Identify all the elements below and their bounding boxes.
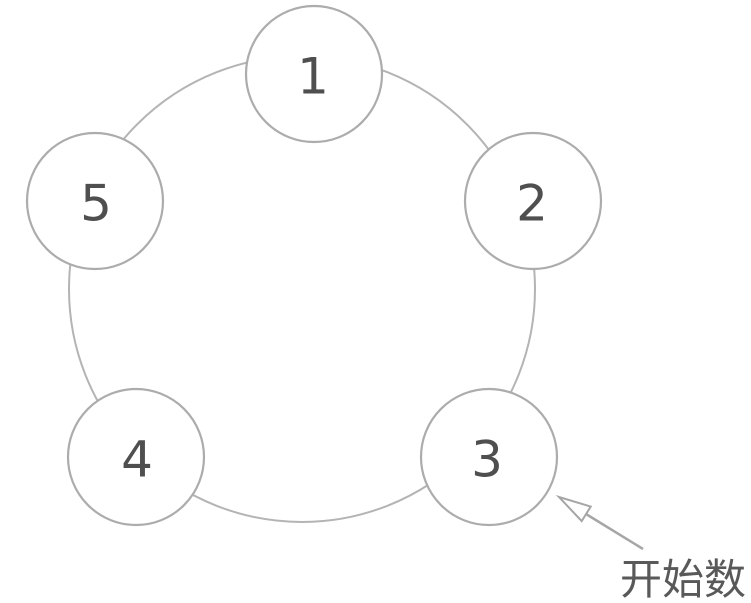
node-5: 5 <box>25 131 165 271</box>
start-arrow-shaft <box>585 512 644 551</box>
start-annotation-label: 开始数 <box>620 555 746 603</box>
node-3: 3 <box>419 387 559 527</box>
node-1-label: 1 <box>297 48 329 106</box>
node-2-label: 2 <box>516 175 548 233</box>
node-5-circle <box>25 131 165 271</box>
start-arrow-head-icon <box>555 494 593 523</box>
node-2-circle <box>463 131 603 271</box>
node-5-label: 5 <box>80 175 112 233</box>
node-2: 2 <box>463 131 603 271</box>
node-3-label: 3 <box>471 431 503 489</box>
node-4-label: 4 <box>121 431 153 489</box>
node-4: 4 <box>66 387 206 527</box>
node-3-circle <box>419 387 559 527</box>
node-1: 1 <box>244 4 384 144</box>
start-arrow <box>555 494 644 551</box>
node-4-circle <box>66 387 206 527</box>
node-1-circle <box>244 4 384 144</box>
